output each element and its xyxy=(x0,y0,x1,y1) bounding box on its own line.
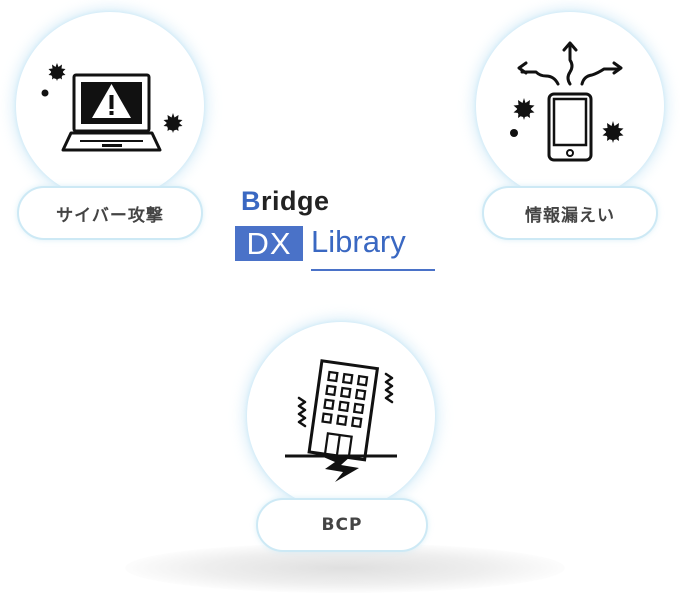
smartphone-leak-icon xyxy=(510,41,624,162)
bridge-dx-library-logo: Bridge DX Library xyxy=(235,186,440,276)
logo-dx-box: DX xyxy=(235,226,303,261)
logo-bridge-text: Bridge xyxy=(241,186,330,216)
building-earthquake-icon xyxy=(285,359,397,482)
laptop-warning-icon xyxy=(41,63,183,152)
bcp-pill: BCP xyxy=(256,498,428,552)
information-leak-label: 情報漏えい xyxy=(525,205,615,226)
logo-underline xyxy=(311,269,435,271)
cyber-attack-circle xyxy=(16,12,204,200)
cyber-attack-pill: サイバー攻撃 xyxy=(17,186,203,240)
cyber-attack-label: サイバー攻撃 xyxy=(56,205,164,226)
bcp-circle xyxy=(247,322,435,510)
information-leak-circle xyxy=(476,12,664,200)
bcp-label: BCP xyxy=(321,515,363,535)
information-leak-pill: 情報漏えい xyxy=(482,186,658,240)
logo-library-text: Library xyxy=(311,224,406,259)
